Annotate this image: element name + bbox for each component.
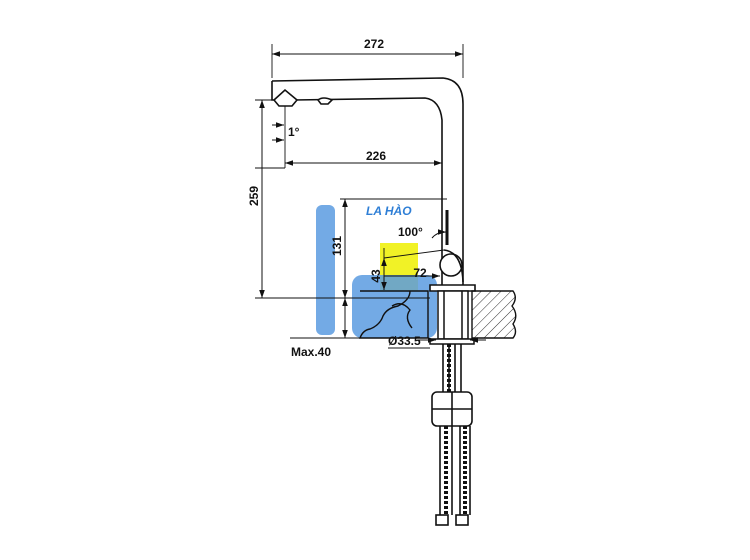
dim-label-100deg: 100° (398, 225, 423, 239)
watermark-blue-bar (316, 205, 335, 335)
lever-knob (439, 253, 463, 277)
faucet-body (271, 77, 476, 292)
hose-fitting-left (435, 514, 449, 526)
dim-label-max40: Max.40 (291, 345, 331, 359)
spray-head (272, 88, 299, 107)
dim-label-259: 259 (247, 186, 261, 206)
hose-fitting-right (455, 514, 469, 526)
dim-label-72: 72 (413, 266, 427, 280)
supply-hoses (431, 344, 473, 526)
base-flange (429, 284, 476, 292)
watermark-text: LA HÀO (366, 203, 412, 218)
countertop (358, 290, 517, 339)
leader-100deg (431, 229, 447, 239)
dim-label-1deg: 1° (288, 125, 300, 139)
dimension-lines (259, 51, 486, 349)
dim-label-226: 226 (366, 149, 386, 163)
dim-label-43: 43 (369, 269, 383, 283)
dimension-labels: 272 1° 226 259 131 100° 43 72 Ø33.5 Max.… (247, 37, 427, 359)
dim-label-diameter: Ø33.5 (388, 334, 421, 348)
spout-button (316, 97, 334, 105)
dim-label-131: 131 (330, 236, 344, 256)
lever-outline (443, 249, 464, 283)
dim-label-272: 272 (364, 37, 384, 51)
